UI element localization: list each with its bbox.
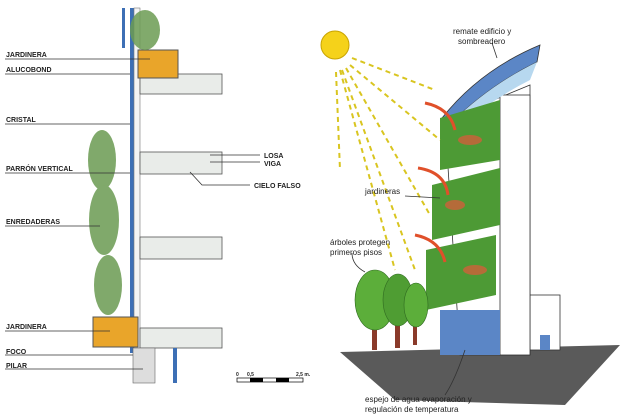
- label-parron-vertical: PARRÓN VERTICAL: [6, 164, 73, 173]
- label-losa: LOSA: [264, 153, 283, 160]
- section-drawing: JARDINERA ALUCOBOND CRISTAL PARRÓN VERTI…: [5, 7, 311, 384]
- svg-text:2,5 m.: 2,5 m.: [296, 372, 311, 378]
- label-trees: árboles protegen: [330, 238, 390, 247]
- floor-slab: [139, 151, 223, 175]
- label-roof-2: sombreadero: [458, 37, 506, 46]
- label-jardinera: JARDINERA: [6, 52, 47, 59]
- vine-plants: [88, 10, 160, 315]
- glass-ground-floor: [440, 310, 500, 355]
- label-water-2: regulación de temperatura: [365, 405, 459, 414]
- ground: [340, 345, 620, 405]
- planter-band: [432, 168, 500, 240]
- label-cristal: CRISTAL: [6, 117, 37, 124]
- label-roof: remate edificio y: [453, 27, 511, 36]
- label-jardinera-bottom: JARDINERA: [6, 324, 47, 331]
- label-foco: FOCO: [6, 349, 27, 356]
- pillar: [132, 347, 156, 384]
- label-cielo-falso: CIELO FALSO: [254, 183, 301, 190]
- sun-icon: [320, 30, 350, 60]
- floor-slab: [139, 236, 223, 260]
- glass-wall: [130, 8, 134, 353]
- sun-rays: [335, 57, 441, 271]
- label-enredaderas: ENREDADERAS: [6, 219, 60, 226]
- label-planters: jardineras: [364, 187, 400, 196]
- label-viga: VIGA: [264, 161, 281, 168]
- trees: [354, 269, 429, 350]
- heat-arrows: [414, 101, 457, 263]
- svg-text:0: 0: [236, 372, 239, 378]
- building-sketch: remate edificio y sombreadero jardineras…: [320, 27, 620, 414]
- floor-slab: [139, 73, 223, 95]
- svg-text:0,5: 0,5: [247, 372, 254, 378]
- floor-slab: [139, 327, 223, 349]
- planter: [92, 316, 139, 348]
- label-pilar: PILAR: [6, 363, 27, 370]
- label-alucobond: ALUCOBOND: [6, 67, 52, 74]
- label-water: espejo de agua evaporación y: [365, 395, 472, 404]
- label-trees-2: primeros pisos: [330, 248, 382, 257]
- scale-bar: 0 0,5 2,5 m.: [236, 372, 311, 383]
- planter: [137, 49, 179, 79]
